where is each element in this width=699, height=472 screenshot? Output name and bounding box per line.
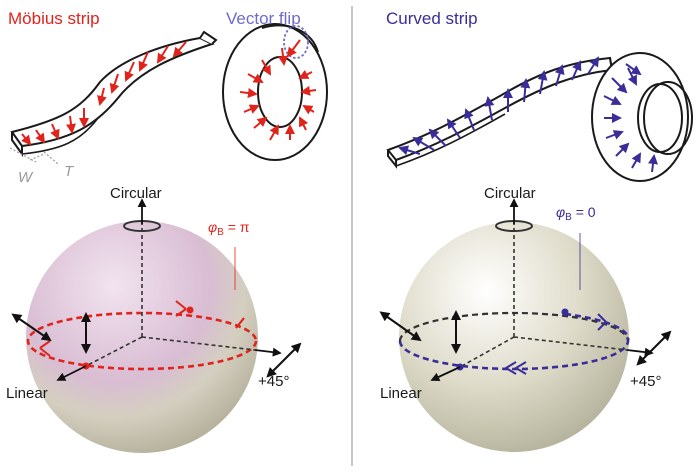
ring-blue-vectors — [603, 63, 658, 173]
ringBlueArrows-arrow — [631, 152, 641, 169]
curved-strip-illustration — [386, 56, 617, 169]
ringBlueArrows-arrow — [648, 154, 658, 173]
curvedArrows-arrow — [520, 78, 531, 103]
mobiusArrows-arrow — [109, 73, 120, 94]
ringRedArrows-arrow — [302, 104, 315, 115]
left-plus45-label: +45° — [258, 373, 290, 390]
ringBlueArrows-arrow — [615, 142, 630, 157]
dimension-marks — [9, 147, 59, 165]
mobiusArrows-arrow — [97, 87, 107, 106]
right-phase-label: φB = 0 — [556, 205, 596, 223]
mobiusArrows-arrow — [172, 41, 187, 58]
left-linear-label: Linear — [6, 385, 48, 402]
right-phase-value: = 0 — [571, 204, 596, 220]
mobius-strip-illustration — [10, 30, 218, 158]
right-circular-label: Circular — [484, 185, 536, 202]
mobius-red-vectors — [21, 41, 187, 146]
ringBlueArrows-arrow — [625, 63, 642, 76]
right-title: Curved strip — [386, 9, 478, 28]
thickness-label: T — [64, 163, 74, 180]
ring-red-vectors — [239, 39, 317, 141]
right-phase-sub: B — [565, 212, 572, 223]
ringRedArrows-arrow — [278, 47, 288, 66]
ringRedArrows-arrow — [299, 116, 309, 131]
ringBlueArrows-arrow — [627, 67, 637, 86]
mobiusArrows-arrow — [156, 45, 169, 64]
curvedArrows-arrow — [537, 70, 548, 95]
curvedArrows-arrow — [554, 64, 565, 87]
curvedArrows-arrow — [398, 145, 421, 156]
curvedArrows-arrow — [412, 136, 435, 151]
ringRedArrows-arrow — [269, 124, 279, 141]
ringRedArrows-arrow — [298, 69, 313, 79]
mobiusArrows-arrow — [66, 115, 76, 134]
right-poincare-sphere — [379, 198, 672, 452]
left-title: Möbius strip — [8, 9, 100, 28]
left-phase-label: φB = π — [208, 220, 249, 238]
ringBlueArrows-arrow — [603, 95, 622, 105]
left-poincare-sphere — [11, 198, 302, 453]
ringRedArrows-arrow — [300, 85, 317, 96]
ringBlueArrows-arrow — [611, 77, 628, 94]
ringRedArrows-arrow — [261, 59, 271, 76]
left-circular-label: Circular — [110, 185, 162, 202]
curved-blue-vectors — [398, 56, 600, 156]
curvedArrows-arrow — [464, 108, 475, 131]
curvedArrows-arrow — [484, 96, 495, 121]
mobiusArrows-arrow — [50, 123, 60, 140]
left-phase-symbol: φ — [208, 219, 218, 235]
curvedArrows-arrow — [446, 118, 461, 139]
mobiusArrows-arrow — [124, 61, 135, 82]
curved-ring — [591, 52, 693, 182]
ringBlueArrows-arrow — [605, 130, 624, 140]
ringRedArrows-arrow — [286, 39, 301, 58]
ringRedArrows-arrow — [253, 116, 268, 129]
right-linear-label: Linear — [380, 385, 422, 402]
curvedArrows-arrow — [428, 128, 447, 147]
left-phase-value: = π — [223, 219, 250, 235]
ringRedArrows-arrow — [239, 88, 258, 98]
ringRedArrows-arrow — [247, 73, 264, 83]
left-phase-sub: B — [217, 227, 224, 238]
right-phase-symbol: φ — [556, 204, 566, 220]
mobiusArrows-arrow — [21, 133, 32, 146]
mobius-ring — [222, 23, 328, 161]
ringRedArrows-arrow — [243, 104, 260, 114]
mobiusArrows-arrow — [35, 129, 46, 144]
width-label: W — [18, 169, 33, 186]
vector-flip-label: Vector flip — [226, 9, 301, 28]
curvedArrows-arrow — [587, 56, 600, 75]
mobiusArrows-arrow — [138, 51, 149, 72]
right-plus45-label: +45° — [630, 373, 662, 390]
curvedArrows-arrow — [571, 60, 582, 81]
